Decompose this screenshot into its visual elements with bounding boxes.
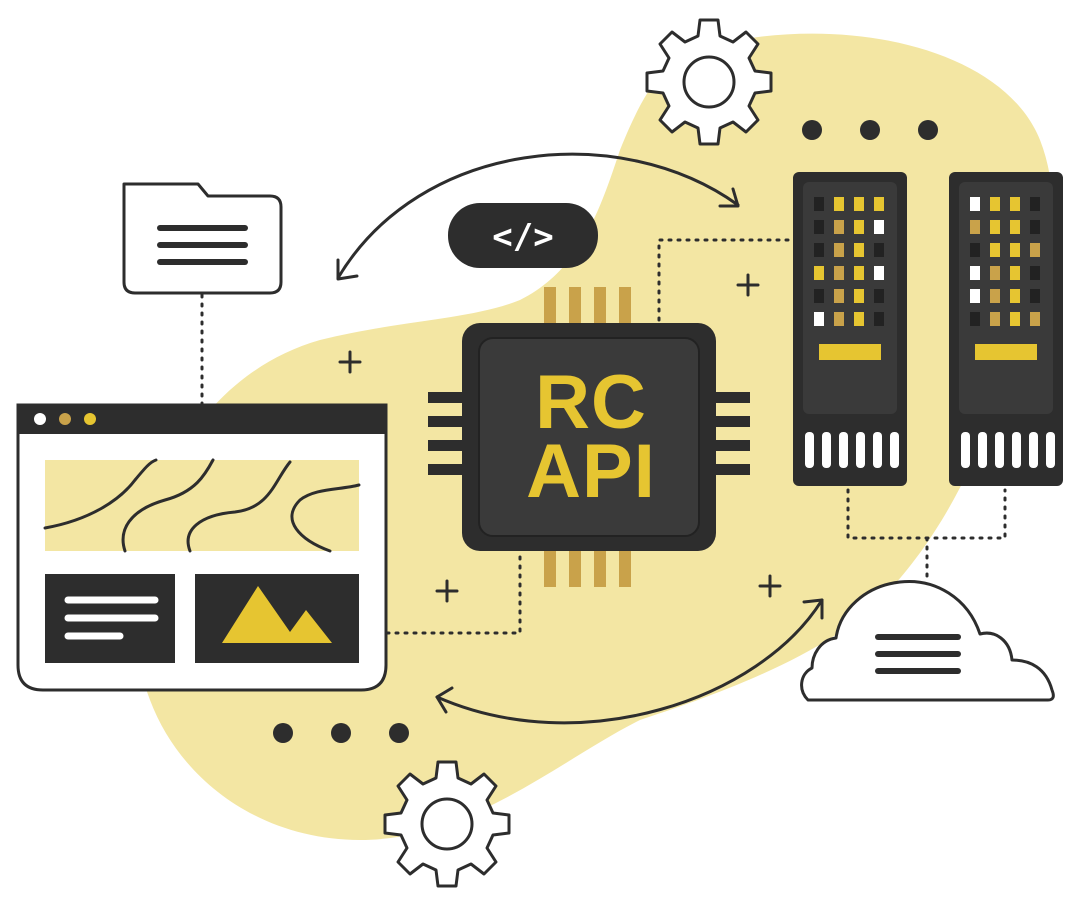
server-led	[854, 266, 864, 280]
drive-slots	[961, 432, 1055, 468]
server-led	[1010, 243, 1020, 257]
server-led	[1010, 289, 1020, 303]
dots-icon	[273, 723, 409, 743]
chip-label-line1: RC	[535, 360, 647, 445]
server-led	[854, 312, 864, 326]
server-led	[970, 266, 980, 280]
server-led	[814, 312, 824, 326]
server-led	[814, 266, 824, 280]
server-led	[834, 220, 844, 234]
server-led-grid	[814, 197, 884, 326]
server-led	[1010, 266, 1020, 280]
server-led	[854, 220, 864, 234]
server-led	[854, 289, 864, 303]
curved-arrow-icon	[336, 152, 824, 725]
server-led	[1030, 312, 1040, 326]
server-led	[874, 289, 884, 303]
server-led	[814, 289, 824, 303]
server-led	[874, 220, 884, 234]
browser-window-icon	[16, 403, 388, 692]
code-badge-icon: </>	[448, 203, 598, 268]
window-dot	[59, 413, 71, 425]
server-led	[834, 266, 844, 280]
server-led	[1010, 312, 1020, 326]
window-dot	[84, 413, 96, 425]
drive-slots	[805, 432, 899, 468]
gear-icon	[383, 760, 511, 888]
server-led	[874, 266, 884, 280]
server-led	[970, 220, 980, 234]
chip-label-line2: API	[526, 429, 656, 514]
server-led	[1030, 243, 1040, 257]
server-led	[990, 289, 1000, 303]
plus-icon	[338, 273, 782, 603]
server-led	[834, 243, 844, 257]
server-led	[814, 197, 824, 211]
server-led	[1030, 220, 1040, 234]
server-led	[834, 312, 844, 326]
server-led	[970, 197, 980, 211]
mountain-icon	[222, 586, 332, 643]
server-led	[990, 312, 1000, 326]
server-led	[970, 243, 980, 257]
map-banner	[45, 460, 359, 551]
window-dot	[34, 413, 46, 425]
server-led	[1030, 289, 1040, 303]
server-rack-icon	[793, 172, 907, 486]
server-led	[874, 312, 884, 326]
server-led	[1010, 197, 1020, 211]
server-led	[970, 312, 980, 326]
server-led	[970, 289, 980, 303]
server-led	[874, 243, 884, 257]
server-led	[1030, 197, 1040, 211]
server-led	[854, 243, 864, 257]
gear-icon	[645, 18, 773, 146]
server-led	[990, 243, 1000, 257]
server-led	[834, 197, 844, 211]
server-led	[854, 197, 864, 211]
folder-icon	[122, 182, 283, 295]
chip-icon: RC API	[428, 287, 750, 587]
server-led	[990, 266, 1000, 280]
server-rack-icon	[949, 172, 1063, 486]
server-led-grid	[970, 197, 1040, 326]
server-led	[990, 197, 1000, 211]
server-led	[814, 243, 824, 257]
server-led	[814, 220, 824, 234]
connector-lines	[200, 238, 1007, 635]
cloud-icon	[800, 580, 1055, 702]
dots-icon	[802, 120, 938, 140]
server-led	[990, 220, 1000, 234]
code-badge-label: </>	[492, 217, 553, 257]
server-led	[1010, 220, 1020, 234]
server-led	[1030, 266, 1040, 280]
server-led	[874, 197, 884, 211]
server-led	[834, 289, 844, 303]
